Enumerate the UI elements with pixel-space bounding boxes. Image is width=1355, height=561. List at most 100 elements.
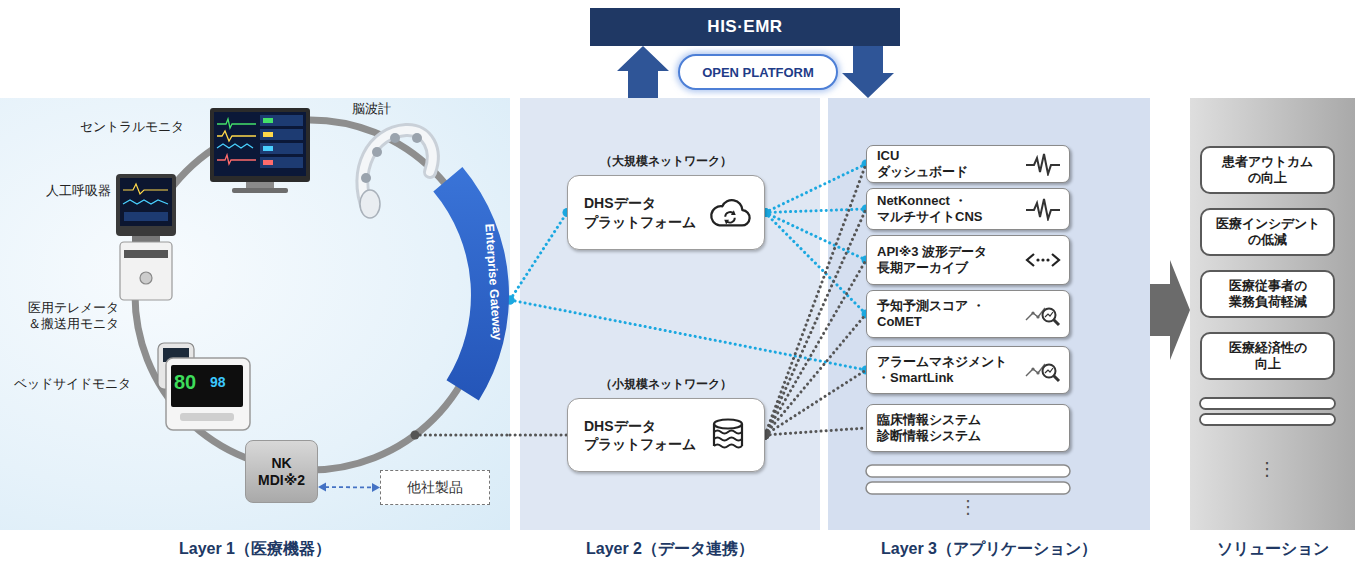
local-link bbox=[761, 209, 867, 440]
analytics-icon bbox=[1054, 320, 1060, 326]
cloud-icon bbox=[731, 210, 736, 215]
waveform-icon bbox=[1025, 152, 1061, 176]
storage-icon bbox=[714, 424, 742, 446]
ventilator bbox=[140, 272, 152, 284]
waveform-icon bbox=[1025, 197, 1061, 221]
data-flow-arrow bbox=[617, 46, 669, 98]
local-link bbox=[765, 164, 866, 435]
eeg-headset bbox=[361, 173, 371, 183]
api-icon bbox=[1027, 254, 1059, 266]
eeg-headset bbox=[390, 133, 400, 143]
app-box: 予知予測スコア ・CoMET bbox=[866, 290, 1070, 338]
layer-label: ソリューション bbox=[1190, 539, 1355, 560]
local-link bbox=[761, 431, 770, 440]
eeg-headset bbox=[412, 133, 422, 143]
local-link bbox=[761, 431, 770, 440]
monitor-value: 98 bbox=[210, 374, 226, 392]
cloud-icon bbox=[708, 196, 752, 230]
central-monitor bbox=[214, 112, 306, 176]
ventilator bbox=[120, 242, 172, 300]
analytics-icon bbox=[1025, 300, 1061, 328]
device-box: NK MDI※2 bbox=[245, 440, 318, 503]
gateway-band: Enterprise Gateway bbox=[428, 160, 510, 406]
data-flow-arrow bbox=[842, 46, 894, 98]
local-link bbox=[761, 260, 867, 440]
box-label: HIS·EMR bbox=[707, 17, 782, 37]
local-link bbox=[761, 431, 770, 440]
layer-panel: Layer 2（データ連携） （大規模ネットワーク）DHSデータ プラットフォー… bbox=[520, 98, 820, 530]
network-link bbox=[765, 209, 866, 213]
device-label: 脳波計 bbox=[352, 101, 400, 117]
network-link bbox=[765, 164, 866, 213]
ventilator bbox=[124, 212, 168, 221]
analytics-icon bbox=[1031, 311, 1034, 314]
waveform-icon bbox=[1026, 154, 1060, 174]
placeholder-bars bbox=[1200, 398, 1335, 409]
placeholder-boxes bbox=[866, 465, 1070, 477]
link-arrow bbox=[372, 483, 380, 492]
solution-name: 患者アウトカム の向上 bbox=[1218, 154, 1318, 187]
local-link bbox=[761, 431, 770, 440]
local-link bbox=[765, 209, 866, 435]
cloud-icon bbox=[724, 219, 729, 224]
data-flow-arrow bbox=[842, 46, 894, 98]
app-box: API※3 波形データ 長期アーカイブ bbox=[866, 235, 1070, 285]
central-monitor bbox=[260, 129, 303, 140]
external-box: 他社製品 bbox=[380, 470, 490, 505]
platform-name: DHSデータ プラットフォーム bbox=[584, 194, 702, 230]
bedside-monitor bbox=[171, 365, 243, 407]
central-monitor bbox=[263, 132, 273, 137]
central-monitor bbox=[210, 108, 310, 182]
eeg-headset bbox=[362, 130, 432, 210]
device-label: 医用テレメータ ＆搬送用モニタ bbox=[28, 300, 128, 333]
analytics-icon bbox=[1045, 312, 1053, 317]
ellipsis: ⋮ bbox=[958, 496, 978, 519]
network-link bbox=[506, 295, 515, 304]
box-label: OPEN PLATFORM bbox=[702, 65, 814, 80]
network-link bbox=[862, 310, 871, 319]
platform-name: DHSデータ プラットフォーム bbox=[584, 417, 702, 453]
network-link bbox=[761, 208, 770, 217]
ventilator bbox=[124, 250, 168, 258]
local-link bbox=[510, 433, 567, 436]
network-heading: （大規模ネットワーク） bbox=[568, 153, 764, 170]
network-link bbox=[510, 213, 567, 300]
network-heading: （小規模ネットワーク） bbox=[568, 376, 764, 393]
local-link bbox=[761, 428, 867, 440]
analytics-icon bbox=[1045, 368, 1053, 373]
central-monitor bbox=[217, 119, 256, 164]
platform-pill: OPEN PLATFORM bbox=[678, 54, 838, 90]
analytics-icon bbox=[1025, 356, 1061, 384]
ventilator bbox=[120, 178, 172, 226]
local-link bbox=[765, 370, 866, 435]
ventilator bbox=[116, 174, 176, 300]
central-monitor bbox=[263, 160, 273, 165]
analytics-icon bbox=[1036, 315, 1039, 318]
eeg-headset bbox=[360, 130, 433, 218]
data-platform-box: （大規模ネットワーク）DHSデータ プラットフォーム bbox=[567, 175, 765, 250]
central-monitor bbox=[260, 115, 303, 126]
network-link bbox=[761, 208, 770, 217]
local-link bbox=[765, 260, 866, 435]
app-name: NetKonnect ・マルチサイトCNS bbox=[877, 193, 1012, 224]
ventilator bbox=[116, 174, 176, 236]
app-name: アラームマネジメント ・SmartLink bbox=[877, 354, 1017, 385]
data-platform-box: （小規模ネットワーク）DHSデータ プラットフォーム bbox=[567, 398, 765, 472]
device-label: セントラルモニタ bbox=[80, 119, 192, 135]
ventilator bbox=[123, 200, 168, 204]
network-link bbox=[761, 160, 871, 218]
ellipsis: ⋮ bbox=[1257, 458, 1277, 481]
link-arrow bbox=[325, 486, 373, 488]
gateway-band-shape bbox=[433, 167, 509, 400]
network-link bbox=[506, 295, 871, 374]
network-link bbox=[510, 300, 866, 370]
central-monitor bbox=[260, 157, 303, 168]
layer-label: Layer 2（データ連携） bbox=[520, 539, 820, 560]
gateway-label: Enterprise Gateway bbox=[482, 223, 504, 340]
eeg-headset bbox=[372, 147, 382, 157]
solution-name: 医療従事者の 業務負荷軽減 bbox=[1218, 278, 1318, 311]
local-link bbox=[510, 434, 567, 435]
eeg-headset bbox=[360, 190, 380, 218]
app-box: NetKonnect ・マルチサイトCNS bbox=[866, 188, 1070, 230]
